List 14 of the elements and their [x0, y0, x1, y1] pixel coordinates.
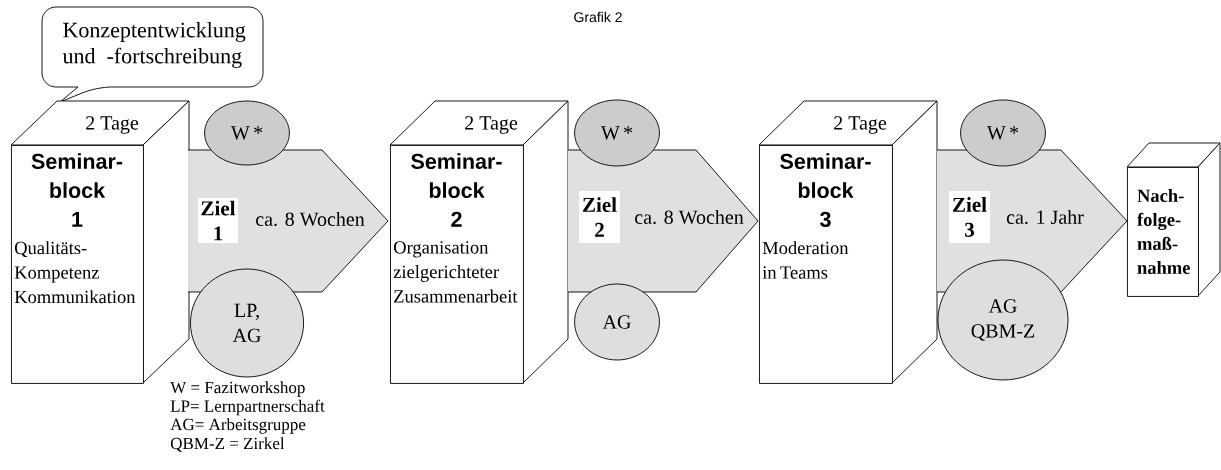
key-text: QBM-Z = Zirkel [170, 437, 285, 452]
block-cube: 2 Tage Seminar- block 3 Moderation in Teams [758, 100, 938, 384]
goal-label: Ziel 1 [198, 198, 238, 243]
goal-label: Ziel 2 [579, 191, 620, 243]
key-text: LP= Lernpartnerschaft [170, 399, 325, 416]
key-text: AG= Arbeitsgruppe [170, 418, 306, 434]
key-text: W = Fazitworkshop [170, 381, 305, 397]
title: Grafik 2 [574, 11, 622, 23]
node-label: 2 Tage [86, 116, 139, 134]
block-cube: Nach- folge- maß- nahme [1126, 142, 1221, 297]
node-label: 2 Tage [465, 116, 518, 134]
block-cube: 2 Tage Seminar- block 2 Organisation zielgerichteter Zusammenarbeit [389, 100, 569, 384]
node-label: 2 Tage [834, 116, 887, 134]
goal-label: Ziel 3 [949, 191, 990, 243]
